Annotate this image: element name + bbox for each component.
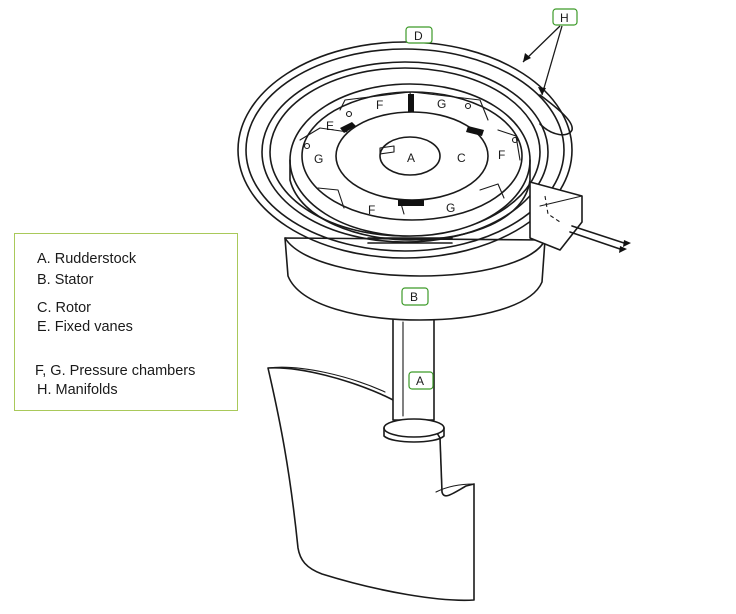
- callout-h-box: [552, 8, 578, 26]
- callout-d-label: D: [414, 29, 423, 43]
- rotor-hub: [379, 136, 441, 176]
- legend-item-rotor: C. Rotor: [37, 300, 91, 316]
- part-letter-f-bottom: F: [368, 203, 375, 217]
- manifold-outlet: [367, 181, 631, 253]
- callout-h-label: H: [560, 11, 569, 25]
- stator-body: [284, 237, 546, 321]
- callout-a: A: [408, 371, 434, 390]
- legend-item-fixed-vanes: E. Fixed vanes: [37, 319, 133, 335]
- part-letter-c: C: [457, 151, 466, 165]
- part-letter-g-left: G: [314, 152, 323, 166]
- part-letter-e: E: [326, 119, 334, 133]
- part-letter-f-right: F: [498, 148, 505, 162]
- rudder-blade: [267, 366, 475, 602]
- legend-item-rudderstock: A. Rudderstock: [37, 251, 137, 267]
- callout-h-leader-1: [522, 25, 561, 63]
- part-letters: A C E F F F G G G: [314, 97, 505, 217]
- pressure-chamber-ring: [299, 91, 523, 221]
- callout-a-label: A: [416, 374, 424, 388]
- manifold-ring-outer: [237, 41, 573, 259]
- part-letter-f-top: F: [376, 98, 383, 112]
- part-letter-g-bottom: G: [446, 201, 455, 215]
- callout-d-box: [405, 26, 433, 44]
- part-letter-a: A: [407, 151, 415, 165]
- callout-h-leader-2: [541, 25, 563, 96]
- callout-a-box: [408, 371, 434, 390]
- legend-item-stator: B. Stator: [37, 272, 94, 288]
- callout-b-box: [401, 287, 429, 306]
- callout-d: D: [405, 26, 433, 44]
- parts-legend: A. Rudderstock B. Stator C. Rotor E. Fix…: [14, 233, 238, 411]
- rudderstock-shaft: [383, 316, 445, 443]
- legend-item-pressure-chambers: F, G. Pressure chambers: [35, 363, 196, 379]
- callout-h: H: [522, 8, 578, 96]
- legend-item-manifolds: H. Manifolds: [37, 382, 118, 398]
- callout-b-label: B: [410, 290, 418, 304]
- part-letter-g-top: G: [437, 97, 446, 111]
- callout-b: B: [401, 287, 429, 306]
